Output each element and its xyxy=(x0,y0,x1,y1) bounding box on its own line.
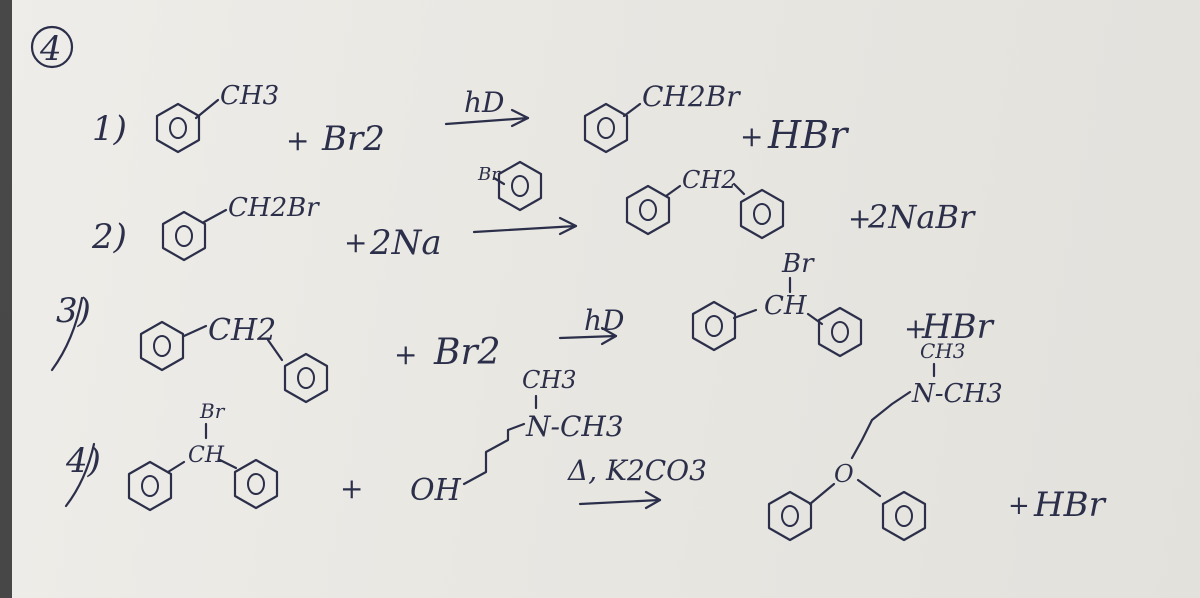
step-1-byproduct: HBr xyxy=(767,113,850,157)
step-1-reagent: Br2 xyxy=(321,119,385,159)
step-2-product-group: CH2 xyxy=(682,166,737,194)
question-number: 4 xyxy=(30,25,74,69)
benzene-ring-icon xyxy=(767,490,813,542)
benzene-ring-icon xyxy=(625,184,671,236)
benzene-ring-icon xyxy=(497,160,543,212)
reaction-arrow-icon xyxy=(558,326,618,346)
step-2: 2) CH2Br + 2Na Br CH2 + 2NaBr xyxy=(91,160,976,263)
step-4-reagent-amine: N-CH3 xyxy=(525,410,624,443)
benzene-ring-icon xyxy=(155,102,201,154)
benzene-ring-icon xyxy=(139,320,185,372)
step-2-byproduct: 2NaBr xyxy=(867,198,976,236)
step-4-reactant-group: CH xyxy=(188,443,225,468)
step-4-product-o: O xyxy=(834,460,854,488)
step-4-plus: + xyxy=(340,472,363,505)
step-2-reagent: 2Na xyxy=(369,223,442,263)
step-3: 3) CH2 + Br2 hD Br CH + HBr xyxy=(50,249,995,404)
reaction-arrow-icon xyxy=(472,216,578,236)
step-1: 1) CH3 + Br2 hD CH2Br + HBr xyxy=(92,80,850,159)
reaction-arrow-icon xyxy=(578,490,662,510)
step-4-product-amine: N-CH3 xyxy=(911,379,1003,409)
step-3-number: 3) xyxy=(56,291,91,331)
step-2-number: 2) xyxy=(91,217,127,257)
step-4-reagent-oh: OH xyxy=(410,473,462,508)
benzene-ring-icon xyxy=(127,460,173,512)
benzene-ring-icon xyxy=(161,210,207,262)
step-3-condition: hD xyxy=(584,304,624,337)
benzene-ring-icon xyxy=(817,306,863,358)
step-2-plus-2: + xyxy=(848,202,871,235)
benzene-ring-icon xyxy=(233,458,279,510)
step-4-product-top: CH3 xyxy=(920,339,965,363)
step-3-reactant-group: CH2 xyxy=(208,313,276,348)
step-4-reagent-top: CH3 xyxy=(522,366,577,394)
step-3-product-sub: Br xyxy=(781,249,815,279)
benzene-ring-icon xyxy=(739,188,785,240)
step-1-plus-2: + xyxy=(740,120,763,153)
reaction-arrow-icon xyxy=(444,108,530,128)
step-3-plus-2: + xyxy=(904,312,927,345)
step-3-reagent: Br2 xyxy=(433,332,501,373)
benzene-ring-icon xyxy=(691,300,737,352)
step-3-plus: + xyxy=(394,338,417,371)
step-2-condition-group: Br xyxy=(477,164,501,185)
step-2-plus: + xyxy=(344,226,367,259)
benzene-ring-icon xyxy=(881,490,927,542)
question-number-label: 4 xyxy=(39,29,62,69)
step-1-reactant-group: CH3 xyxy=(220,81,279,111)
step-2-reactant-group: CH2Br xyxy=(228,193,320,223)
step-4-plus-2: + xyxy=(1008,491,1030,521)
benzene-ring-icon xyxy=(583,102,629,154)
step-1-number: 1) xyxy=(92,109,127,149)
step-1-plus: + xyxy=(286,124,309,157)
step-4-byproduct: HBr xyxy=(1033,485,1107,525)
step-4-condition: Δ, K2CO3 xyxy=(567,454,707,487)
step-4-number: 4) xyxy=(65,441,101,481)
benzene-ring-icon xyxy=(283,352,329,404)
step-1-condition: hD xyxy=(464,86,504,119)
step-4: 4) Br CH + OH CH3 N-CH3 Δ, K2CO3 O CH3 N… xyxy=(64,339,1107,542)
step-1-product-group: CH2Br xyxy=(642,80,741,113)
step-3-byproduct: HBr xyxy=(921,307,995,347)
step-3-product-group: CH xyxy=(764,291,808,321)
step-4-reactant-sub: Br xyxy=(199,399,226,423)
